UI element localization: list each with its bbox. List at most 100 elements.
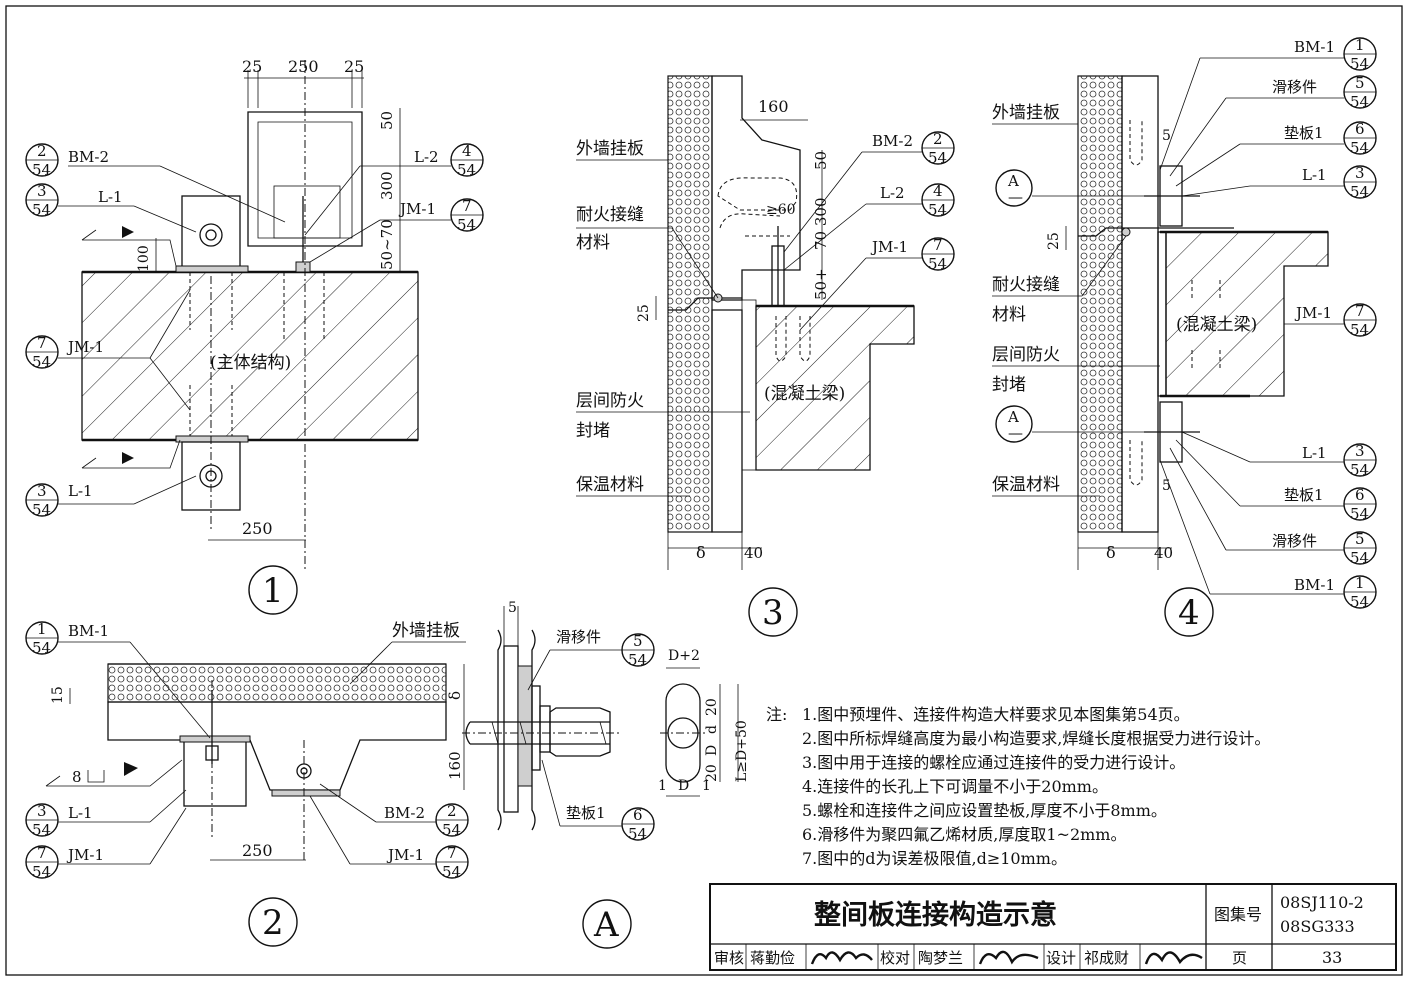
svg-text:BM-1: BM-1 [1294,38,1335,56]
svg-text:祁成财: 祁成财 [1084,949,1129,967]
svg-text:δ: δ [446,691,464,700]
svg-text:54: 54 [1350,183,1369,201]
svg-text:54: 54 [1350,505,1369,523]
svg-text:外墙挂板: 外墙挂板 [992,103,1060,123]
svg-text:1: 1 [658,778,667,794]
callout-slide-a: 554 滑移件 [527,628,655,691]
dim-250-top: 250 [288,57,319,76]
svg-text:160: 160 [758,97,789,116]
svg-text:20: 20 [704,764,720,782]
note-2: 2.图中所标焊缝高度为最小构造要求,焊缝长度根据受力进行设计。 [802,729,1270,748]
panel-insulation-d2 [107,663,447,703]
svg-text:层间防火: 层间防火 [576,391,644,411]
detail-number-1: 1 [248,565,298,615]
svg-text:54: 54 [442,821,461,839]
dim-25-right: 25 [344,57,364,76]
svg-text:5: 5 [1355,530,1365,548]
svg-text:2: 2 [37,142,47,160]
svg-text:54: 54 [1350,139,1369,157]
svg-text:材料: 材料 [576,233,610,253]
svg-text:A: A [1007,172,1019,190]
panel-insulation-d3 [667,75,713,533]
checker-signature [978,950,1039,965]
svg-text:耐火接缝: 耐火接缝 [992,275,1060,295]
svg-text:3: 3 [37,182,47,200]
svg-text:5: 5 [508,600,517,616]
svg-text:A: A [593,905,619,945]
svg-text:A: A [1007,408,1019,426]
svg-text:08SJ110-2: 08SJ110-2 [1280,893,1364,912]
svg-text:54: 54 [32,501,51,519]
svg-text:20: 20 [704,698,720,716]
detail-2: δ 160 250 15 8 外墙挂板 [45,621,466,861]
svg-text:1: 1 [37,620,47,638]
svg-text:70 300: 70 300 [812,198,830,251]
callout-l1-d1-bottom: 354 L-1 [25,475,197,519]
svg-text:250: 250 [242,841,273,860]
panel-concrete-d4 [1121,75,1159,533]
svg-text:54: 54 [1350,549,1369,567]
svg-text:L-1: L-1 [1302,444,1327,462]
svg-text:100: 100 [136,245,152,272]
svg-text:陶梦兰: 陶梦兰 [918,949,963,967]
svg-text:—: — [1008,188,1023,206]
svg-text:54: 54 [628,651,647,669]
svg-text:1: 1 [702,778,711,794]
svg-text:300: 300 [378,171,396,200]
callout-l1-d1-top: 354 L-1 [25,182,197,233]
detail-number-2: 2 [248,897,298,947]
svg-text:滑移件: 滑移件 [1272,78,1317,96]
svg-text:3: 3 [1355,164,1365,182]
svg-text:5: 5 [633,632,643,650]
callout-bm2-d3: 254 BM-2 [783,130,955,253]
l1-bracket-d2 [183,739,247,807]
svg-text:50~70: 50~70 [378,219,396,270]
svg-text:08SG333: 08SG333 [1280,917,1355,936]
svg-text:d: d [704,725,720,734]
svg-text:6: 6 [633,806,643,824]
main-structure-label: (主体结构) [210,353,291,373]
svg-text:页: 页 [1232,949,1247,967]
svg-text:3: 3 [37,482,47,500]
notes: 注: 1.图中预埋件、连接件构造大样要求见本图集第54页。 2.图中所标焊缝高度… [766,705,1270,868]
callout-d4-right: 154 BM-1 554 滑移件 654 垫板1 354 L-1 754 JM-… [1159,36,1377,611]
svg-text:7: 7 [37,334,47,352]
callout-jm1-d3: 754 JM-1 [799,236,955,331]
callout-pad-a: 654 垫板1 [541,759,655,843]
callout-l1-d2: 354 L-1 [25,789,187,839]
note-7: 7.图中的d为误差极限值,d≥10mm。 [802,849,1067,868]
svg-text:L-1: L-1 [98,188,123,206]
svg-text:BM-1: BM-1 [1294,576,1335,594]
reviewer-signature [810,951,873,965]
svg-text:外墙挂板: 外墙挂板 [392,621,460,641]
svg-text:5: 5 [1162,128,1171,144]
svg-text:50+: 50+ [812,268,830,300]
svg-text:54: 54 [442,863,461,881]
svg-text:蒋勤俭: 蒋勤俭 [750,949,795,967]
section-mark-a-upper: A — [995,169,1150,207]
section-mark-a-lower: A — [995,405,1150,443]
svg-text:3: 3 [37,802,47,820]
svg-text:54: 54 [32,353,51,371]
svg-text:校对: 校对 [880,949,910,967]
svg-text:JM-1: JM-1 [1294,304,1332,322]
svg-text:(混凝土梁): (混凝土梁) [1176,315,1257,335]
svg-text:7: 7 [462,197,472,215]
svg-text:滑移件: 滑移件 [1272,532,1317,550]
callout-jm1-d2-left: 754 JM-1 [25,807,187,881]
svg-text:54: 54 [32,863,51,881]
title-block: 整间板连接构造示意 图集号 08SJ110-2 08SG333 审核 蒋勤俭 校… [709,883,1397,971]
svg-text:L-1: L-1 [68,482,93,500]
svg-text:BM-2: BM-2 [872,132,913,150]
panel-insulation-d4 [1077,75,1123,533]
svg-text:4: 4 [462,142,472,160]
svg-text:—: — [1008,424,1023,442]
svg-text:7: 7 [37,844,47,862]
svg-text:1: 1 [1355,574,1365,592]
drawing-title: 整间板连接构造示意 [814,899,1057,931]
svg-text:L-2: L-2 [880,184,905,202]
panel-concrete-d2 [107,701,447,791]
svg-text:54: 54 [32,161,51,179]
detail-number-4: 4 [1164,587,1214,637]
